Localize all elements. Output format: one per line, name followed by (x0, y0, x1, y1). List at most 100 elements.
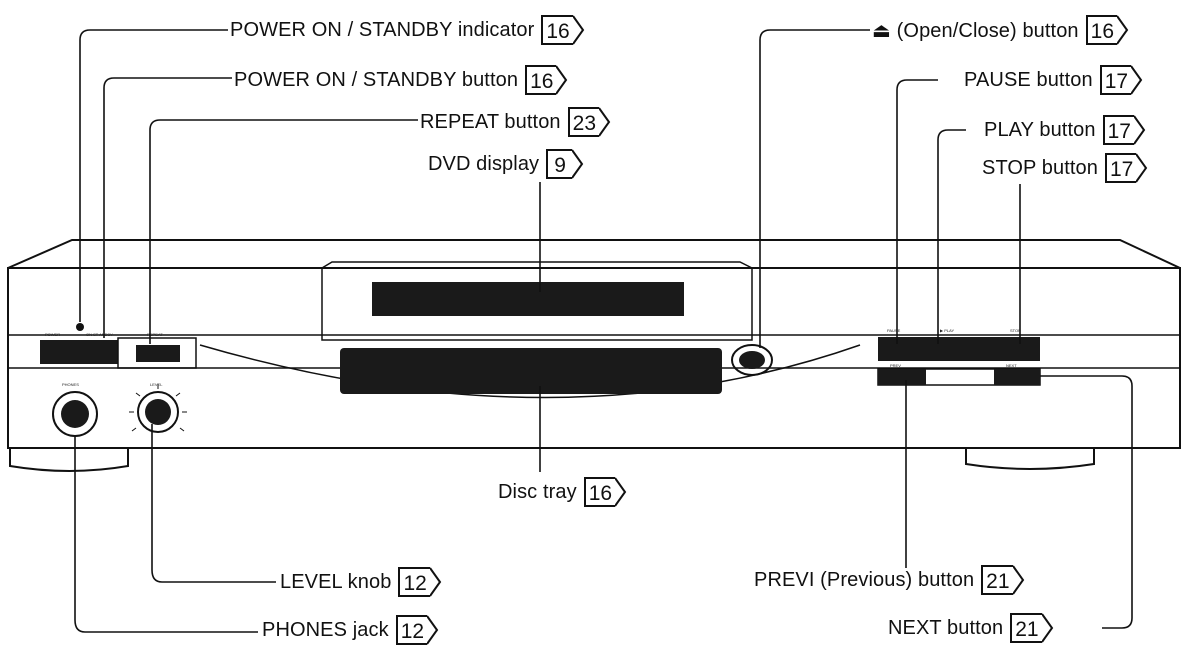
page-number: 17 (1099, 65, 1132, 95)
dvd-display-window (372, 282, 684, 316)
page-arrow-icon (427, 615, 439, 645)
repeat-button-box (117, 337, 197, 369)
disc-tray-slot[interactable] (340, 348, 722, 394)
prev-button-shape[interactable] (878, 369, 926, 385)
callout-stop: STOP button 17 (982, 150, 1148, 186)
leader-power-indicator (79, 29, 228, 322)
phones-jack-socket[interactable] (61, 400, 89, 428)
panel-label-next: NEXT (1006, 363, 1017, 368)
callout-label: LEVEL knob (280, 570, 392, 593)
page-number: 23 (567, 107, 599, 137)
panel-label-power: POWER (45, 332, 60, 337)
transport-buttons-strip[interactable] (878, 337, 1040, 361)
leader-phones (74, 436, 258, 633)
callout-dvd-display: DVD display 9 (428, 146, 584, 182)
page-arrow-icon (556, 65, 568, 95)
page-arrow-icon (1041, 613, 1053, 643)
page-number: 21 (981, 565, 1013, 595)
callout-next: NEXT button 21 (888, 610, 1054, 646)
page-number: 12 (395, 615, 428, 645)
page-number: 16 (1085, 15, 1118, 45)
page-arrow-icon (1131, 65, 1143, 95)
callout-level-knob: LEVEL knob 12 (280, 564, 442, 600)
repeat-button-shape[interactable] (136, 345, 180, 362)
callout-label: ⏏ (Open/Close) button (872, 19, 1079, 42)
panel-label-standby: ON ST ANDBY (86, 332, 113, 337)
callout-label: POWER ON / STANDBY button (234, 68, 519, 91)
dvd-player-body (7, 239, 1181, 472)
page-reference: 21 (1010, 613, 1053, 643)
page-number: 16 (525, 65, 557, 95)
panel-label-prev: PREV (890, 363, 901, 368)
open-close-button-shape[interactable] (731, 344, 773, 376)
callout-label: REPEAT button (420, 110, 561, 133)
page-reference: 16 (541, 15, 584, 45)
next-button-shape[interactable] (994, 369, 1040, 385)
callout-disc-tray: Disc tray 16 (498, 474, 627, 510)
page-number: 21 (1010, 613, 1042, 643)
panel-label-pause: PAUSE (887, 328, 901, 333)
callout-power-indicator: POWER ON / STANDBY indicator 16 (230, 12, 585, 48)
leader-lines (74, 29, 1133, 633)
power-indicator-light (76, 323, 84, 331)
page-number: 17 (1102, 115, 1134, 145)
callout-label: POWER ON / STANDBY indicator (230, 18, 535, 41)
panel-label-stop: STOP (1010, 328, 1021, 333)
page-arrow-icon (1136, 153, 1148, 183)
leader-repeat (149, 119, 418, 344)
callout-label: Disc tray (498, 480, 577, 503)
callout-power-button: POWER ON / STANDBY button 16 (234, 62, 568, 98)
page-arrow-icon (1012, 565, 1024, 595)
page-reference: 21 (981, 565, 1024, 595)
page-reference: 17 (1105, 153, 1148, 183)
leader-open-close (759, 29, 870, 348)
open-close-button-face (739, 351, 765, 369)
page-arrow-icon (572, 15, 584, 45)
level-knob-outer (137, 391, 179, 433)
callout-prev: PREVI (Previous) button 21 (754, 562, 1025, 598)
callout-label: STOP button (982, 156, 1098, 179)
callout-play: PLAY button 17 (984, 112, 1146, 148)
page-number: 12 (398, 567, 430, 597)
level-knob-scale (129, 384, 187, 432)
page-reference: 23 (567, 107, 611, 137)
page-reference: 16 (1085, 15, 1129, 45)
callout-label: PREVI (Previous) button (754, 568, 975, 591)
page-number: 16 (583, 477, 616, 507)
callout-open-close: ⏏ (Open/Close) button 16 (872, 12, 1129, 48)
callout-label: PHONES jack (262, 618, 389, 641)
page-reference: 17 (1099, 65, 1143, 95)
callout-repeat: REPEAT button 23 (420, 104, 611, 140)
panel-label-phones: PHONES (62, 382, 79, 387)
callout-pause: PAUSE button 17 (964, 62, 1143, 98)
leader-pause (896, 79, 938, 344)
page-arrow-icon (1133, 115, 1146, 145)
panel-label-level: LEVEL (150, 382, 163, 387)
page-number: 9 (546, 149, 573, 179)
page-arrow-icon (615, 477, 627, 507)
callout-label: PLAY button (984, 118, 1096, 141)
callout-label: PAUSE button (964, 68, 1093, 91)
page-number: 17 (1105, 153, 1137, 183)
page-arrow-icon (429, 567, 442, 597)
page-arrow-icon (572, 149, 584, 179)
level-knob-shape[interactable] (145, 399, 171, 425)
leader-level (151, 424, 276, 583)
page-reference: 16 (525, 65, 568, 95)
leader-play (937, 129, 966, 344)
panel-label-repeat: REPEAT (147, 332, 163, 337)
page-arrow-icon (599, 107, 611, 137)
power-standby-button-shape[interactable] (40, 340, 118, 364)
leader-next (1040, 375, 1133, 629)
page-number: 16 (541, 15, 573, 45)
callout-phones-jack: PHONES jack 12 (262, 612, 439, 648)
page-reference: 9 (546, 149, 584, 179)
page-reference: 12 (398, 567, 442, 597)
callout-label: NEXT button (888, 616, 1004, 639)
page-reference: 12 (395, 615, 439, 645)
callout-label: DVD display (428, 152, 540, 175)
panel-label-play: ▶ PLAY (940, 328, 954, 333)
leader-power-button (103, 77, 232, 338)
page-arrow-icon (1117, 15, 1129, 45)
